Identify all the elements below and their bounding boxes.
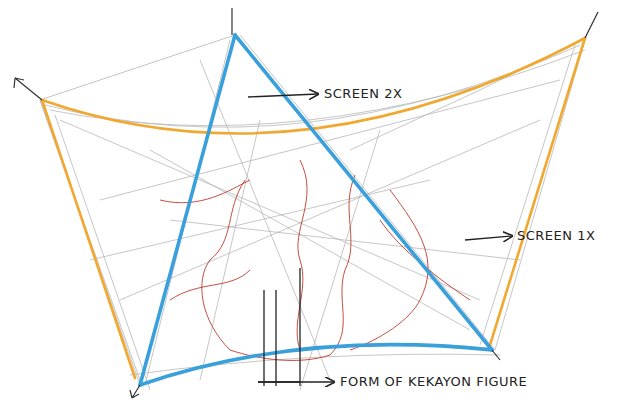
callout-label: SCREEN 2X: [324, 86, 402, 101]
callout-label: SCREEN 1X: [517, 228, 595, 243]
callout-label: FORM OF KEKAYON FIGURE: [340, 374, 527, 389]
